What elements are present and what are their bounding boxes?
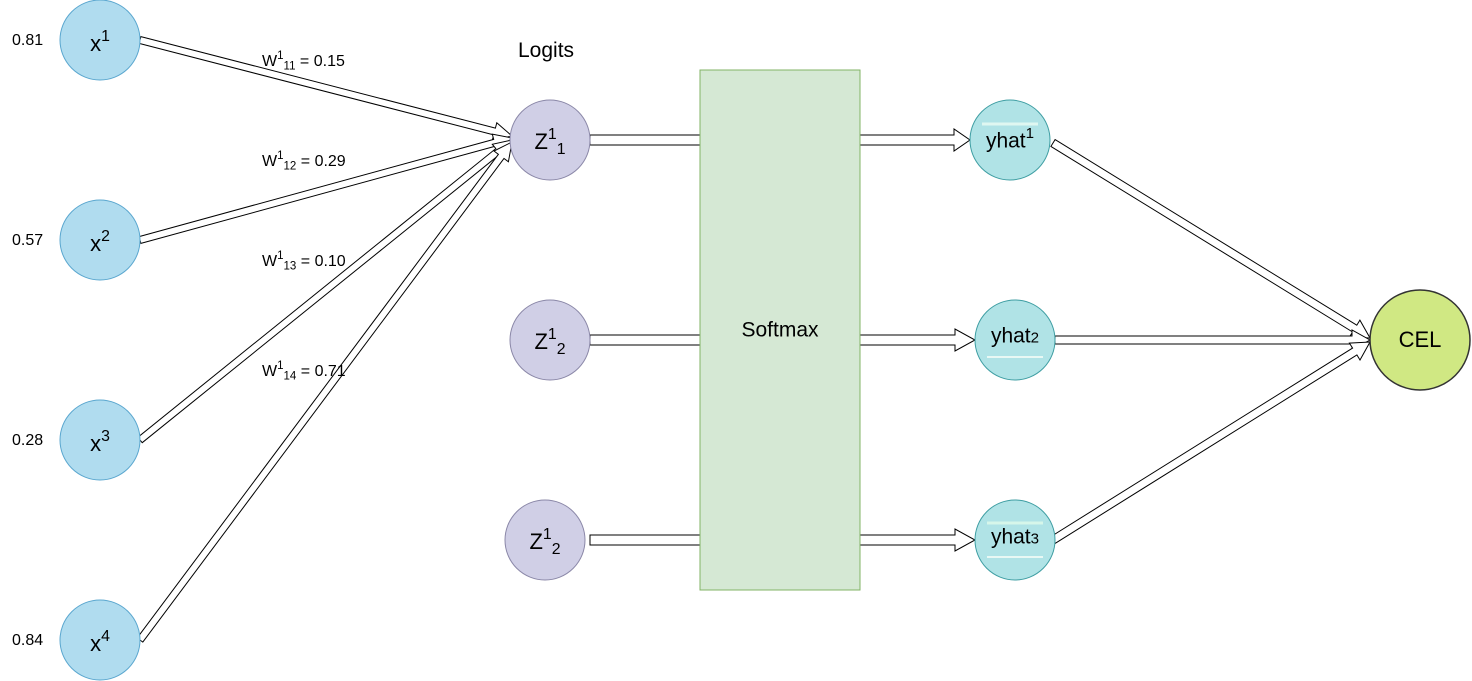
logits-title: Logits <box>518 39 575 62</box>
logit-label-z1: Z11 <box>534 126 566 159</box>
softmax-label: Softmax <box>741 318 819 342</box>
input-label-x1: x1 <box>90 28 110 56</box>
arrow-yhat2-cel <box>1054 329 1372 351</box>
output-node-yhat2 <box>974 299 1056 381</box>
logit-label-z3: Z12 <box>529 526 561 559</box>
input-value-x1: 0.81 <box>12 32 44 49</box>
weight-label-w12: W112 = 0.29 <box>262 149 346 173</box>
arrow-z2-softmax <box>589 334 701 346</box>
input-value-x3: 0.28 <box>12 432 44 449</box>
logit-node-z2 <box>509 299 591 381</box>
input-node-x1 <box>59 0 141 81</box>
weight-label-w14: W114 = 0.71 <box>262 359 346 383</box>
weight-label-w11: W111 = 0.15 <box>262 49 345 73</box>
input-node-x3 <box>59 399 141 481</box>
softmax-box <box>699 69 861 591</box>
arrow-yhat3-cel <box>1050 341 1371 545</box>
output-node-yhat3 <box>974 499 1056 581</box>
output-label-yhat1: yhat1 <box>985 125 1035 153</box>
output-label-yhat2: yhat2 <box>990 324 1040 348</box>
logit-node-z1 <box>509 99 591 181</box>
input-label-x4: x4 <box>90 628 110 656</box>
input-value-x4: 0.84 <box>12 632 44 649</box>
logit-label-z2: Z12 <box>534 326 566 359</box>
weight-label-w13: W113 = 0.10 <box>262 249 346 273</box>
input-node-x2 <box>59 199 141 281</box>
arrows-layer <box>136 35 1372 643</box>
arrow-softmax-yhat2 <box>859 328 977 352</box>
input-value-x2: 0.57 <box>12 232 44 249</box>
arrow-z3-softmax <box>589 534 701 546</box>
input-node-x4 <box>59 599 141 681</box>
output-label-yhat3: yhat3 <box>990 525 1040 549</box>
input-label-x2: x2 <box>90 228 110 256</box>
cel-label: CEL <box>1398 327 1442 352</box>
arrow-yhat1-cel <box>1050 138 1371 339</box>
arrow-z1-softmax <box>589 134 701 146</box>
arrow-softmax-yhat3 <box>859 528 977 552</box>
cel-node <box>1369 289 1471 391</box>
output-node-yhat1 <box>969 99 1051 181</box>
input-label-x3: x3 <box>90 428 110 456</box>
logit-node-z3 <box>504 499 586 581</box>
arrow-x4-z1 <box>136 141 513 643</box>
arrow-softmax-yhat1 <box>859 128 971 152</box>
